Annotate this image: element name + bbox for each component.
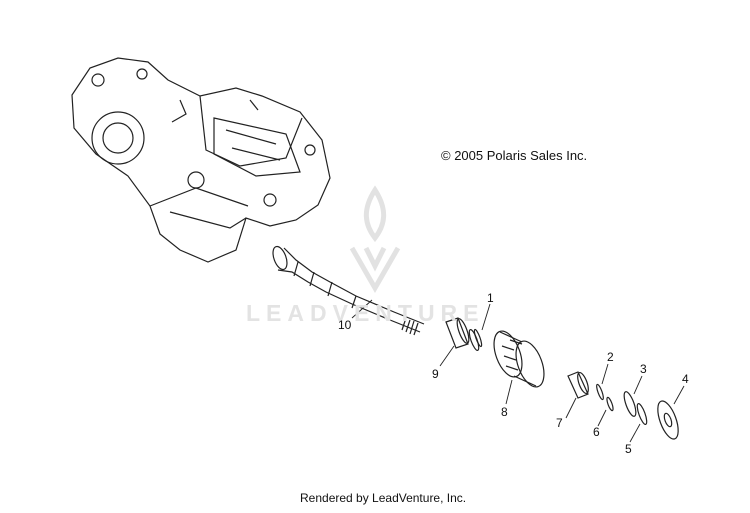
part-5-snap-ring [636, 403, 648, 425]
callout-2: 2 [607, 350, 614, 364]
part-10-shaft [272, 245, 425, 336]
part-8-collar [493, 330, 545, 388]
callout-7: 7 [556, 416, 563, 430]
callout-9: 9 [432, 367, 439, 381]
callout-5: 5 [625, 442, 632, 456]
part-3-washer [623, 391, 637, 417]
part-9-bearing [445, 317, 470, 349]
watermark-logo [349, 185, 401, 294]
copyright-notice: © 2005 Polaris Sales Inc. [441, 148, 588, 163]
callout-3: 3 [640, 362, 647, 376]
part-4-thrust-washer [657, 400, 679, 440]
callout-1: 1 [487, 291, 494, 305]
part-2-clip [596, 383, 604, 401]
watermark-text: LEADVENTURE [246, 300, 485, 326]
part-6-clip [606, 396, 614, 412]
render-credit: Rendered by LeadVenture, Inc. [300, 491, 467, 505]
engine-crankcase [71, 57, 331, 263]
part-1-clip [468, 328, 483, 351]
part-7-bushing [567, 371, 589, 399]
callout-4: 4 [682, 372, 689, 386]
leader-lines [351, 299, 685, 443]
callout-10: 10 [338, 318, 352, 332]
callout-6: 6 [593, 425, 600, 439]
callout-8: 8 [501, 405, 508, 419]
